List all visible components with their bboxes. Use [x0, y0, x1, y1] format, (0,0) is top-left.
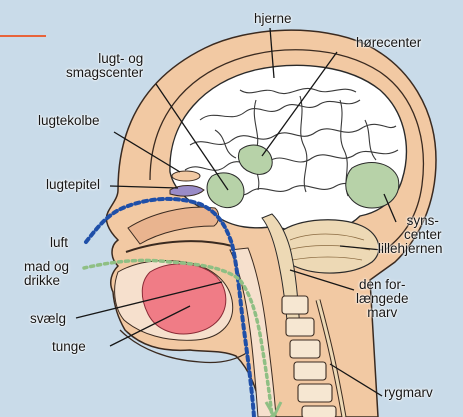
label-lillehjernen: lillehjernen: [378, 242, 443, 256]
label-luft: luft: [50, 236, 68, 250]
label-lugtekolbe: lugtekolbe: [38, 114, 100, 128]
label-lugt-smag: lugt- og smagscenter: [66, 52, 143, 80]
label-hjerne: hjerne: [254, 12, 292, 26]
label-horecenter: hørecenter: [356, 36, 421, 50]
label-mad: mad og drikke: [24, 260, 69, 288]
label-forlaengede: den for- længede marv: [356, 278, 409, 320]
label-tunge: tunge: [52, 340, 86, 354]
label-svaelg: svælg: [30, 312, 66, 326]
visual-center: [346, 163, 399, 208]
label-rygmarv: rygmarv: [384, 386, 433, 400]
label-lugtepitel: lugtepitel: [46, 178, 100, 192]
olfactory-bulb: [172, 171, 200, 181]
label-syns: syns- center: [404, 214, 442, 242]
